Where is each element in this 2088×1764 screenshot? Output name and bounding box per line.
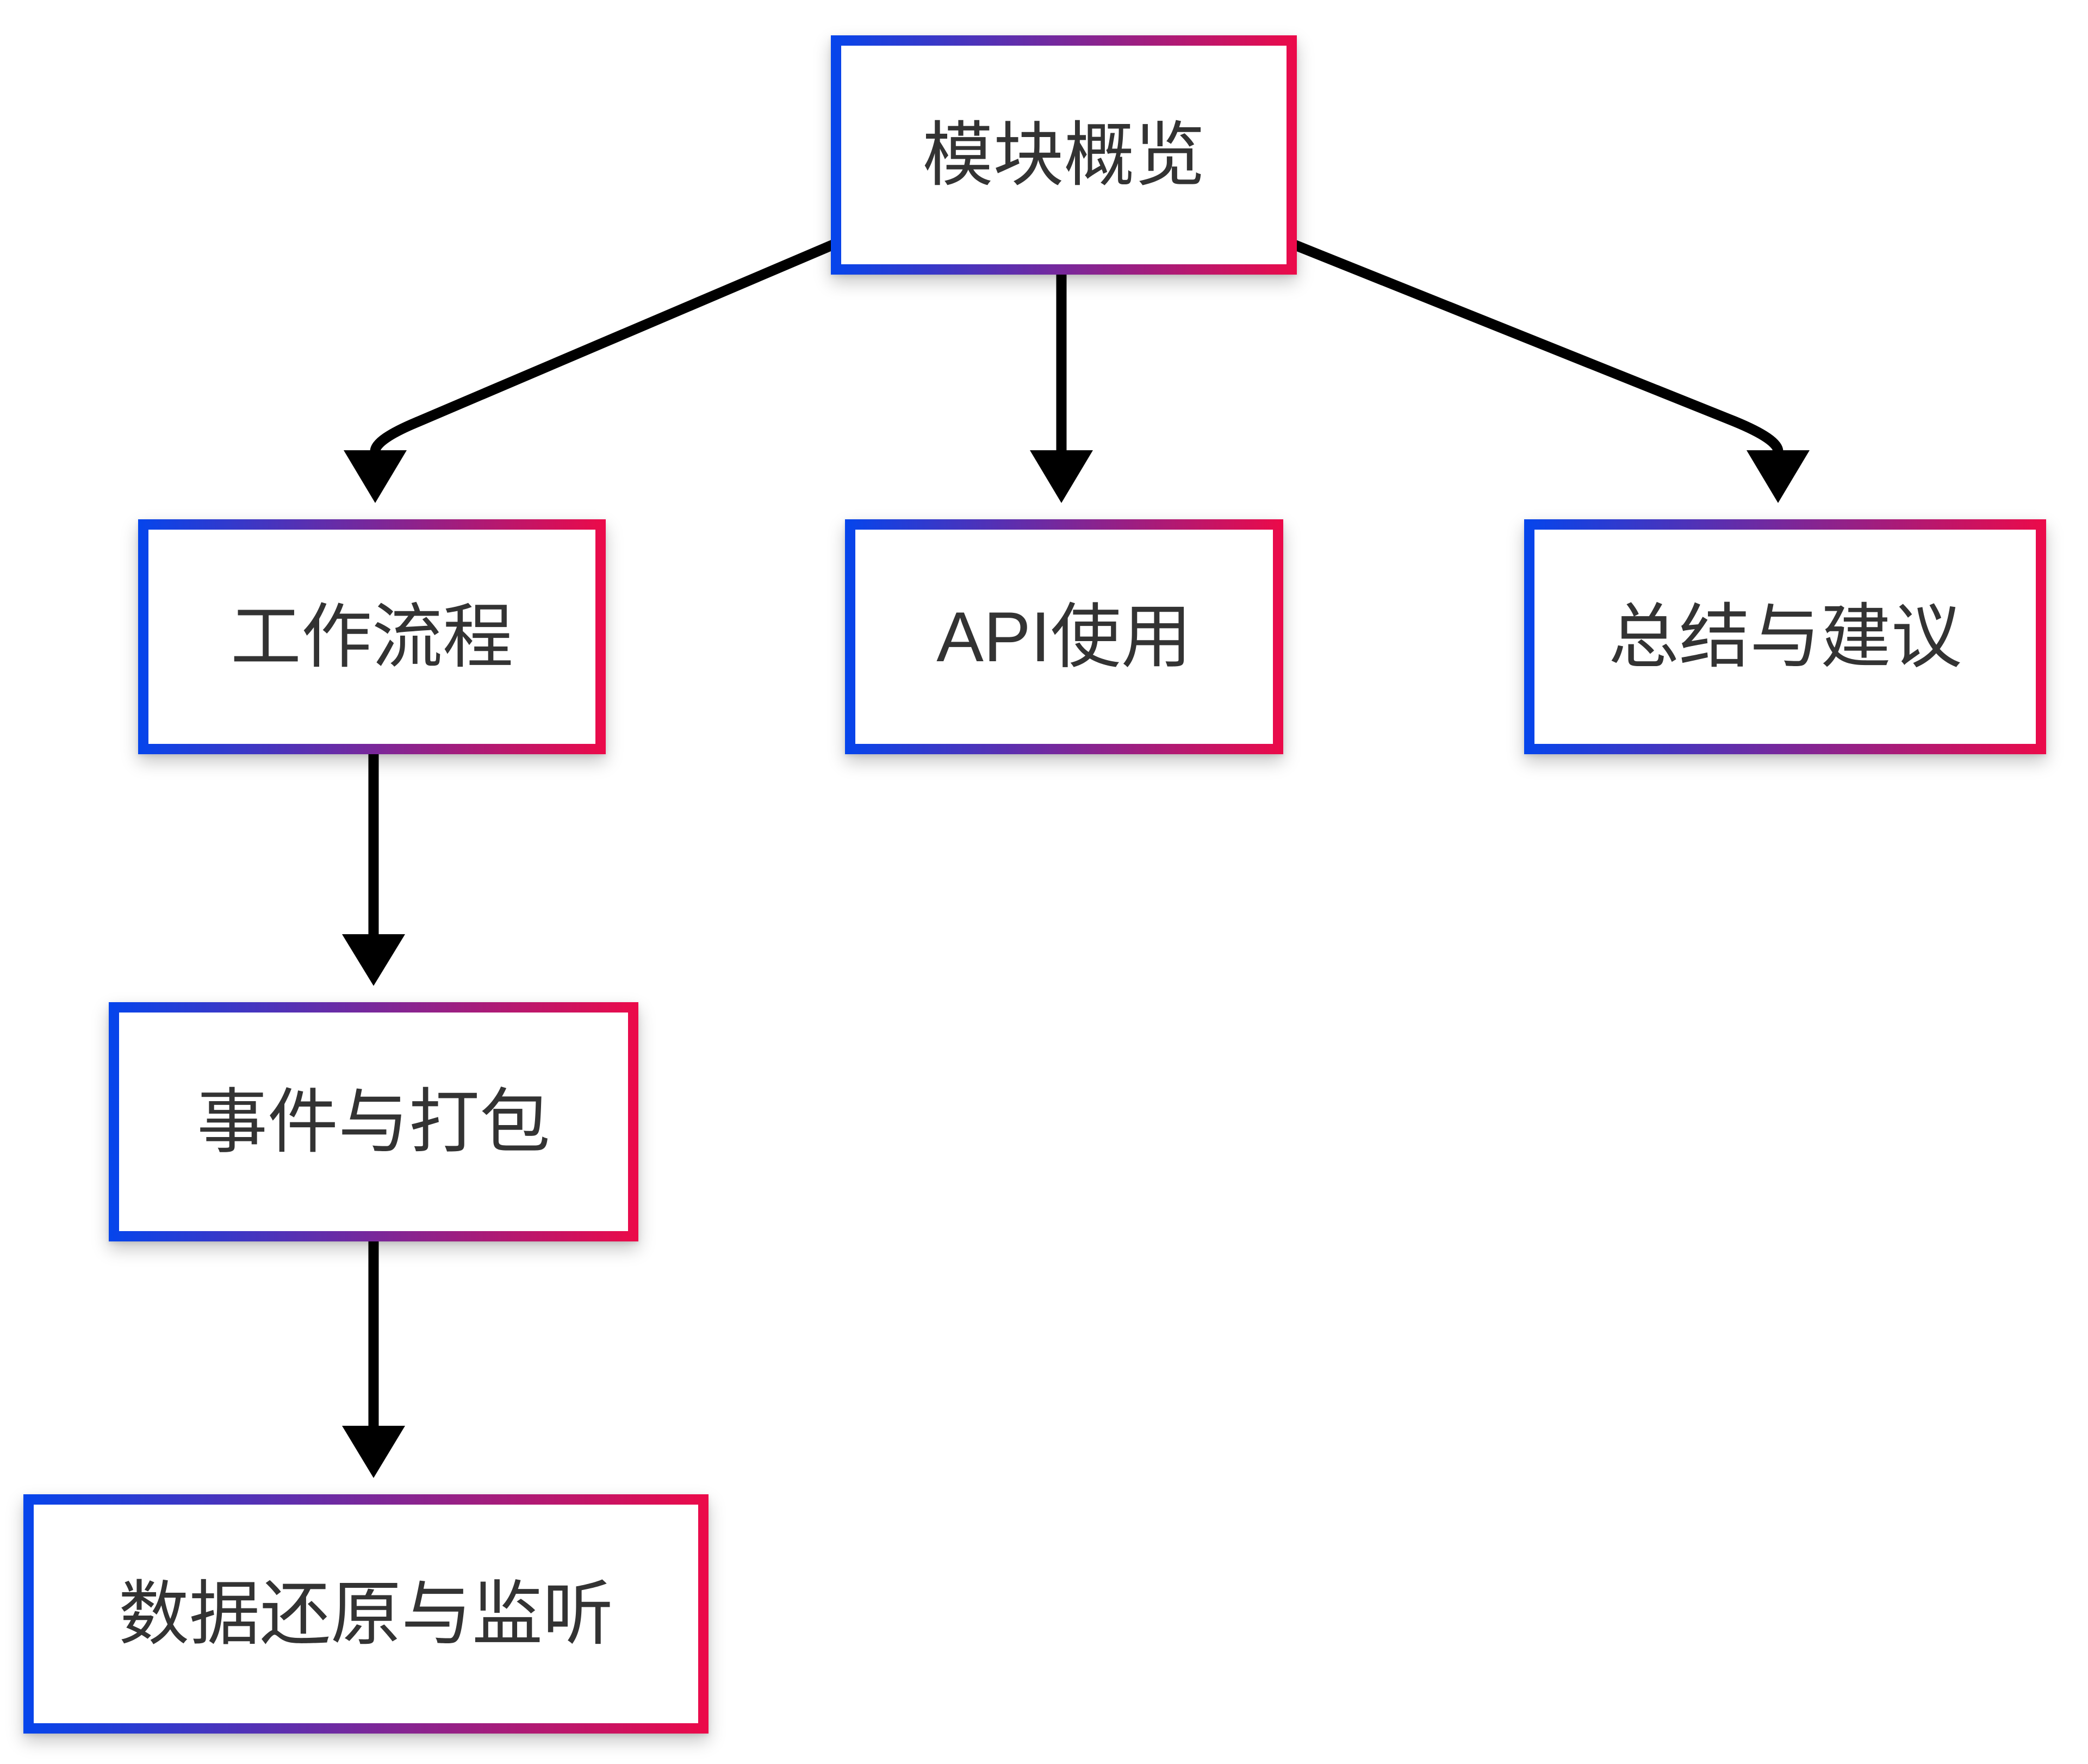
node-overview: 模块概览 — [831, 35, 1297, 275]
flowchart-node-inner: 总结与建议 — [1534, 530, 2036, 744]
flowchart-node-inner: API使用 — [855, 530, 1273, 744]
edge-overview-summary-arrowhead — [1747, 450, 1810, 503]
node-events: 事件与打包 — [109, 1002, 638, 1241]
edge-workflow-events-arrowhead — [342, 934, 405, 986]
node-label-overview: 模块概览 — [922, 115, 1205, 195]
edge-overview-workflow-arrowhead — [344, 450, 407, 503]
node-label-events: 事件与打包 — [196, 1082, 550, 1161]
node-label-workflow: 工作流程 — [230, 597, 513, 676]
node-restore: 数据还原与监听 — [23, 1494, 709, 1734]
node-label-summary: 总结与建议 — [1608, 597, 1962, 676]
flowchart-node-inner: 事件与打包 — [119, 1013, 628, 1231]
node-label-restore: 数据还原与监听 — [118, 1574, 613, 1654]
node-api: API使用 — [845, 519, 1283, 754]
flowchart-node-inner: 模块概览 — [841, 46, 1287, 264]
node-label-api: API使用 — [936, 597, 1192, 676]
flowchart-node-inner: 数据还原与监听 — [34, 1505, 698, 1723]
edge-events-restore-arrowhead — [342, 1426, 405, 1478]
edge-overview-summary-line — [1292, 240, 1783, 452]
flowchart-node-inner: 工作流程 — [148, 530, 595, 744]
edge-overview-workflow-line — [370, 240, 835, 452]
edge-overview-api-arrowhead — [1030, 450, 1093, 503]
node-workflow: 工作流程 — [138, 519, 606, 754]
node-summary: 总结与建议 — [1524, 519, 2046, 754]
